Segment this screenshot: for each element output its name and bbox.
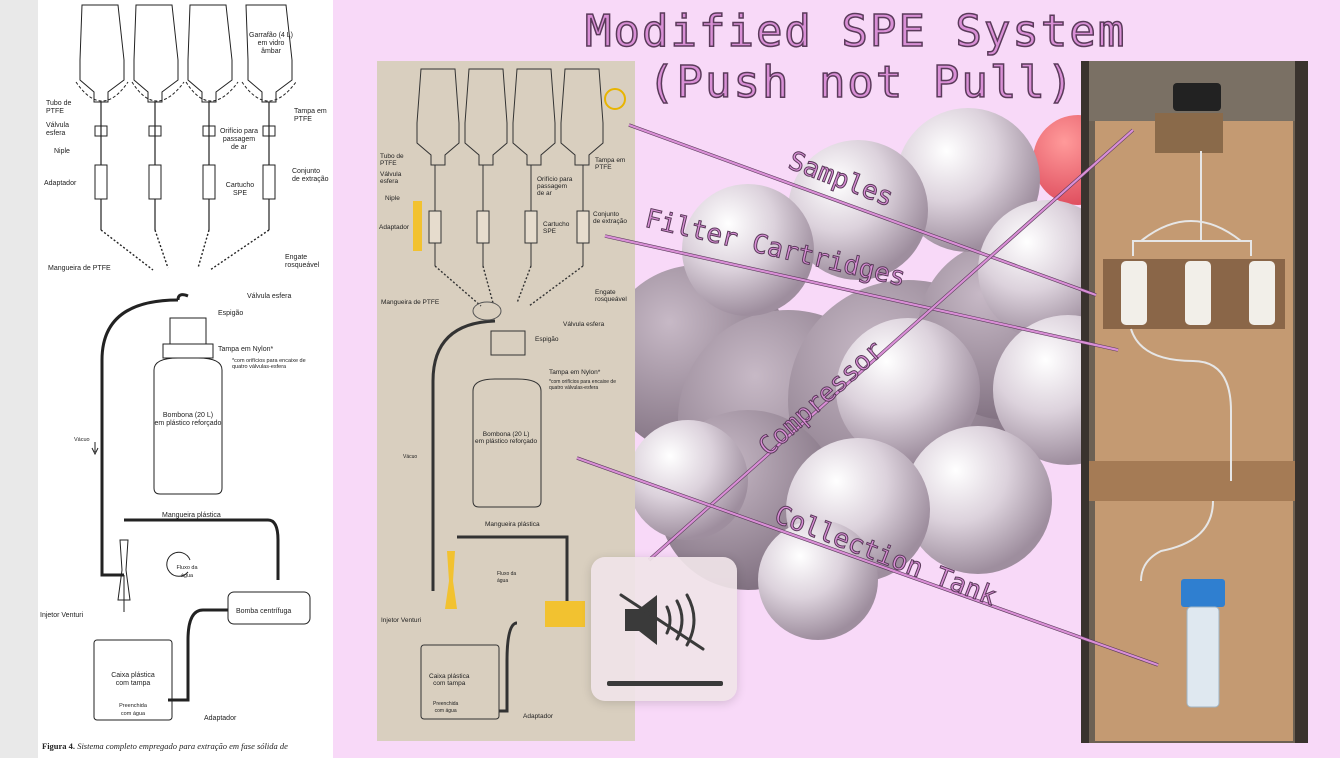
annot-label-tubo: Tubo de PTFE bbox=[380, 153, 404, 167]
label-conjunto: Conjunto de extração bbox=[292, 168, 329, 183]
annot-label-cartucho: Cartucho SPE bbox=[543, 221, 570, 235]
label-cartucho: Cartucho SPE bbox=[225, 182, 255, 197]
volume-level-bar bbox=[607, 681, 723, 686]
annot-label-vacuo: Vácuo bbox=[403, 454, 418, 460]
volume-hud bbox=[591, 557, 737, 701]
label-injetor: Injetor Venturi bbox=[40, 612, 84, 619]
annot-label-caixa: Caixa plástica com tampa bbox=[429, 673, 470, 687]
label-valvula-esfera: Válvula esfera bbox=[247, 293, 292, 300]
label-bombona: Bombona (20 L) em plástico reforçado bbox=[154, 412, 222, 427]
annot-label-adaptador: Adaptador bbox=[379, 224, 409, 231]
figure-caption-text: Sistema completo empregado para extração… bbox=[75, 741, 288, 751]
annot-label-preenchida: Preenchida com água bbox=[433, 701, 459, 714]
annot-label-valvula-esfera: Válvula esfera bbox=[563, 321, 605, 328]
label-valvula: Válvula esfera bbox=[46, 122, 69, 137]
annot-label-bombona: Bombona (20 L) em plástico reforçado bbox=[475, 431, 538, 445]
annot-label-mangueira-plastica: Mangueira plástica bbox=[485, 521, 540, 528]
label-orificio: Orifício para passagem de ar bbox=[219, 128, 259, 151]
document-page: Garrafão (4 L) em vidro âmbar Tubo de PT… bbox=[38, 0, 333, 758]
label-vacuo: Vácuo bbox=[74, 437, 90, 443]
label-fluxo: Fluxo da água bbox=[176, 565, 198, 579]
annot-label-tampa-nylon: Tampa em Nylon* bbox=[549, 369, 601, 376]
label-preenchida: Preenchida com água bbox=[119, 703, 147, 717]
speaker-muted-icon bbox=[619, 593, 705, 651]
label-tubo: Tubo de PTFE bbox=[46, 100, 72, 115]
label-tampa-ptfe: Tampa em PTFE bbox=[294, 108, 327, 123]
label-tampa-nylon: Tampa em Nylon* bbox=[218, 346, 274, 353]
annot-label-espigao: Espigão bbox=[535, 336, 559, 343]
figure-caption-label: Figura 4. bbox=[42, 741, 76, 751]
annot-label-mangueira-ptfe: Mangueira de PTFE bbox=[381, 299, 440, 306]
annot-label-fluxo: Fluxo da água bbox=[497, 571, 517, 584]
annot-label-engate: Engate rosqueável bbox=[595, 289, 627, 303]
label-caixa: Caixa plástica com tampa bbox=[111, 672, 155, 687]
annot-label-nylon-note: *com orifícios para encaixe de quatro vá… bbox=[549, 379, 616, 391]
label-adaptador-2: Adaptador bbox=[204, 715, 237, 722]
label-niple: Niple bbox=[54, 148, 70, 155]
annot-label-tampa-ptfe: Tampa em PTFE bbox=[595, 157, 626, 171]
slide-title-line-2: (Push not Pull) bbox=[647, 56, 1076, 109]
rig-photo bbox=[1081, 61, 1308, 743]
label-garrafao: Garrafão (4 L) em vidro âmbar bbox=[249, 32, 293, 55]
label-engate: Engate rosqueável bbox=[285, 254, 320, 269]
slide-title-line-1: Modified SPE System bbox=[584, 5, 1127, 58]
annot-label-conjunto: Conjunto de extração bbox=[593, 211, 627, 225]
label-mangueira-plastica: Mangueira plástica bbox=[162, 512, 221, 519]
annot-label-valvula: Válvula esfera bbox=[380, 171, 402, 185]
annot-label-niple: Niple bbox=[385, 195, 400, 202]
document-panel: Garrafão (4 L) em vidro âmbar Tubo de PT… bbox=[0, 0, 333, 758]
label-espigao: Espigão bbox=[218, 310, 244, 317]
presentation-slide: Tubo de PTFE Tampa em PTFE Válvula esfer… bbox=[333, 0, 1340, 758]
label-bomba: Bomba centrífuga bbox=[236, 608, 292, 615]
annot-label-adaptador-2: Adaptador bbox=[523, 713, 553, 720]
figure-caption: Figura 4. Sistema completo empregado par… bbox=[42, 741, 332, 751]
label-adaptador: Adaptador bbox=[44, 180, 77, 187]
extraction-schematic bbox=[75, 4, 311, 721]
label-mangueira-ptfe: Mangueira de PTFE bbox=[48, 265, 111, 272]
annot-label-injetor: Injetor Venturi bbox=[381, 617, 422, 624]
label-nylon-note: *com orifícios para encaixe de quatro vá… bbox=[232, 358, 306, 370]
annot-label-orificio: Orifício para passagem de ar bbox=[537, 176, 573, 197]
